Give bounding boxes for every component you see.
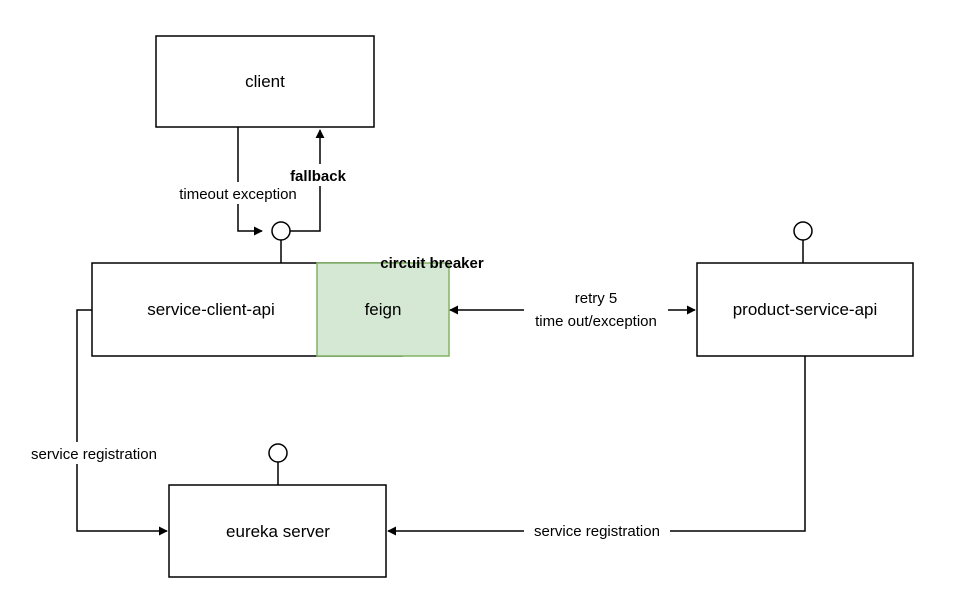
- client-label: client: [245, 72, 285, 91]
- feign-label: feign: [365, 300, 402, 319]
- product-service-interface: [793, 221, 813, 263]
- retry-label-line1: retry 5: [575, 290, 618, 307]
- service-registration-bottom-edge[interactable]: service registration: [387, 356, 806, 542]
- service-registration-bottom-label: service registration: [534, 523, 660, 540]
- service-registration-left-label: service registration: [31, 446, 157, 463]
- retry-label-line2: time out/exception: [535, 313, 657, 330]
- service-client-api-label: service-client-api: [147, 300, 275, 319]
- service-client-interface: [271, 221, 291, 263]
- product-service-api-node[interactable]: product-service-api: [696, 262, 914, 357]
- client-node[interactable]: client: [155, 35, 375, 128]
- eureka-server-node[interactable]: eureka server: [168, 484, 387, 578]
- circuit-breaker-label: circuit breaker: [380, 255, 484, 272]
- product-service-api-label: product-service-api: [733, 300, 878, 319]
- eureka-server-label: eureka server: [226, 522, 330, 541]
- retry-edge[interactable]: retry 5 time out/exception: [449, 288, 696, 332]
- feign-node[interactable]: feign: [316, 262, 450, 357]
- eureka-server-interface: [268, 443, 288, 485]
- service-registration-left-edge[interactable]: service registration: [20, 309, 168, 536]
- fallback-label: fallback: [290, 168, 347, 185]
- timeout-exception-edge[interactable]: timeout exception: [148, 127, 328, 236]
- fallback-edge[interactable]: fallback: [284, 129, 356, 232]
- timeout-exception-label: timeout exception: [179, 186, 297, 203]
